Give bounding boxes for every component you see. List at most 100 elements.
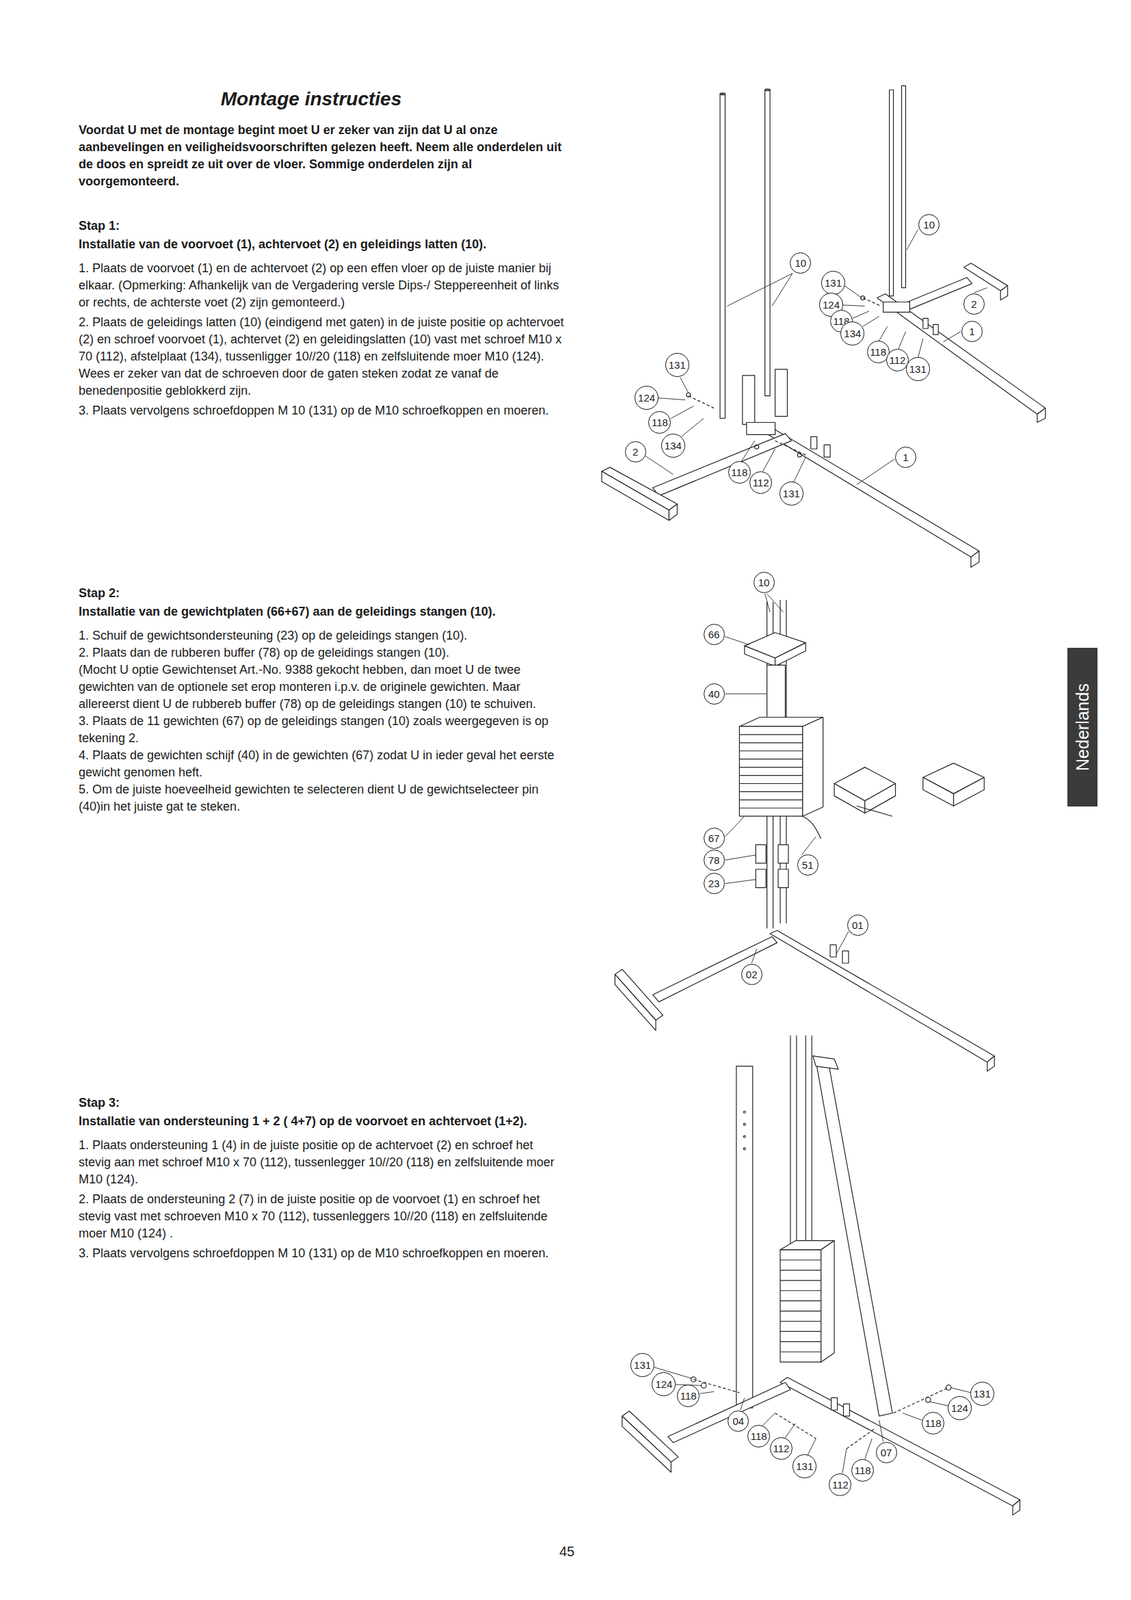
callout-number: 131 bbox=[973, 1387, 991, 1400]
callout-number: 124 bbox=[637, 391, 656, 404]
callout-number: 118 bbox=[925, 1416, 942, 1429]
callout-number: 124 bbox=[951, 1401, 969, 1414]
step-heading: Stap 3: bbox=[78, 1094, 568, 1112]
callout-number: 131 bbox=[633, 1358, 651, 1371]
intro-block: Montage instructiesVoordat U met de mont… bbox=[78, 87, 568, 191]
callout-number: 118 bbox=[869, 346, 887, 358]
callout-circle: 10 bbox=[918, 214, 940, 236]
page-number: 45 bbox=[559, 1543, 575, 1560]
callout-number: 118 bbox=[854, 1464, 872, 1476]
weight-stack-on-base bbox=[614, 599, 995, 1071]
callout-circle: 124 bbox=[947, 1395, 972, 1420]
callout-number: 02 bbox=[746, 968, 758, 980]
callout-circle: 118 bbox=[728, 460, 751, 484]
callout-number: 131 bbox=[782, 487, 801, 500]
callout-number: 78 bbox=[708, 854, 721, 866]
callout-circle: 10 bbox=[753, 571, 775, 593]
callout-number: 118 bbox=[730, 466, 748, 478]
callout-number: 07 bbox=[880, 1446, 893, 1458]
instruction-text: 1. Plaats de voorvoet (1) en de achtervo… bbox=[78, 259, 568, 312]
instruction-text: 5. Om de juiste hoeveelheid gewichten te… bbox=[78, 780, 568, 816]
callout-number: 131 bbox=[668, 358, 686, 371]
step-heading: Installatie van de gewichtplaten (66+67)… bbox=[78, 603, 568, 621]
callout-circle: 124 bbox=[634, 385, 659, 410]
callout-number: 1 bbox=[902, 451, 909, 463]
callout-number: 01 bbox=[852, 919, 864, 931]
callout-circle: 131 bbox=[821, 270, 846, 295]
callout-circle: 134 bbox=[661, 433, 686, 458]
instruction-text: 3. Plaats vervolgens schroefdoppen M 10 … bbox=[78, 402, 568, 420]
step-heading: Voordat U met de montage begint moet U e… bbox=[78, 121, 568, 191]
callout-circle: 01 bbox=[847, 914, 869, 936]
callout-circle: 112 bbox=[886, 348, 909, 372]
callout-number: 134 bbox=[664, 439, 682, 452]
callout-circle: 04 bbox=[727, 1409, 749, 1432]
callout-circle: 07 bbox=[875, 1441, 898, 1463]
joint-detail bbox=[860, 85, 1046, 422]
instruction-text: (Mocht U optie Gewichtenset Art.-No. 938… bbox=[78, 661, 568, 713]
instruction-text: 3. Plaats vervolgens schroefdoppen M 10 … bbox=[78, 1244, 568, 1262]
callout-circle: 118 bbox=[676, 1384, 700, 1407]
step-block: Stap 1:Installatie van de voorvoet (1), … bbox=[78, 217, 568, 420]
step-heading: Installatie van de voorvoet (1), achterv… bbox=[78, 235, 568, 254]
callout-circle: 02 bbox=[741, 963, 763, 985]
callout-number: 134 bbox=[843, 327, 861, 340]
callout-number: 118 bbox=[680, 1389, 697, 1402]
step-block: Stap 3:Installatie van ondersteuning 1 +… bbox=[78, 1094, 568, 1262]
callout-number: 2 bbox=[970, 298, 977, 310]
instruction-text: 1. Plaats ondersteuning 1 (4) in de juis… bbox=[78, 1136, 568, 1188]
callout-circle: 124 bbox=[651, 1371, 676, 1396]
callout-circle: 10 bbox=[789, 252, 811, 274]
step-heading: Installatie van ondersteuning 1 + 2 ( 4+… bbox=[78, 1112, 568, 1130]
callout-number: 67 bbox=[708, 832, 721, 844]
callout-number: 2 bbox=[632, 445, 638, 458]
frame-with-supports bbox=[622, 1035, 1021, 1515]
callout-number: 124 bbox=[655, 1377, 673, 1390]
callout-circle: 2 bbox=[624, 441, 647, 463]
callout-number: 112 bbox=[832, 1478, 849, 1490]
callout-number: 112 bbox=[888, 354, 906, 366]
callout-number: 131 bbox=[795, 1459, 814, 1472]
callout-circle: 134 bbox=[840, 321, 865, 346]
callout-circle: 1 bbox=[895, 446, 917, 468]
step-heading: Stap 2: bbox=[78, 584, 568, 602]
instruction-text: 2. Plaats dan de rubberen buffer (78) op… bbox=[78, 644, 568, 662]
step-block: Stap 2:Installatie van de gewichtplaten … bbox=[78, 584, 568, 816]
callout-number: 118 bbox=[750, 1429, 768, 1442]
callout-number: 51 bbox=[802, 858, 814, 871]
callout-circle: 131 bbox=[630, 1352, 655, 1377]
callout-circle: 67 bbox=[703, 827, 725, 849]
callout-number: 40 bbox=[708, 687, 721, 700]
callout-number: 23 bbox=[708, 877, 721, 889]
instruction-text: 4. Plaats de gewichten schijf (40) in de… bbox=[78, 746, 568, 781]
callout-circle: 23 bbox=[703, 872, 725, 894]
callout-number: 66 bbox=[708, 628, 721, 641]
callout-circle: 131 bbox=[792, 1453, 817, 1478]
callout-circle: 118 bbox=[851, 1458, 874, 1482]
callout-circle: 40 bbox=[703, 683, 725, 705]
tab-label: Nederlands bbox=[1072, 683, 1093, 771]
instruction-text: Wees er zeker van dat de schroeven door … bbox=[78, 365, 568, 400]
callout-circle: 51 bbox=[797, 854, 819, 876]
callout-number: 131 bbox=[824, 276, 842, 289]
leader-lines bbox=[645, 229, 988, 1473]
callout-circle: 66 bbox=[703, 623, 725, 645]
page-title: Montage instructies bbox=[78, 87, 544, 111]
instruction-text: 1. Schuif de gewichtsondersteuning (23) … bbox=[78, 627, 568, 645]
instruction-text: 3. Plaats de 11 gewichten (67) op de gel… bbox=[78, 712, 568, 747]
callout-number: 131 bbox=[909, 363, 927, 375]
callout-number: 10 bbox=[758, 576, 770, 589]
callout-number: 04 bbox=[732, 1414, 744, 1427]
callout-circle: 78 bbox=[703, 849, 725, 871]
instruction-text: 2. Plaats de geleidings latten (10) (ein… bbox=[78, 313, 568, 366]
callout-circle: 118 bbox=[921, 1411, 945, 1434]
callout-circle: 112 bbox=[769, 1436, 793, 1460]
callout-circle: 118 bbox=[747, 1424, 770, 1447]
callout-number: 124 bbox=[822, 298, 840, 311]
callout-circle: 112 bbox=[749, 471, 773, 494]
callout-number: 118 bbox=[651, 416, 669, 429]
callout-circle: 112 bbox=[828, 1472, 852, 1496]
callout-circle: 131 bbox=[779, 481, 804, 506]
callout-number: 1 bbox=[968, 325, 975, 338]
callout-number: 10 bbox=[923, 218, 935, 231]
